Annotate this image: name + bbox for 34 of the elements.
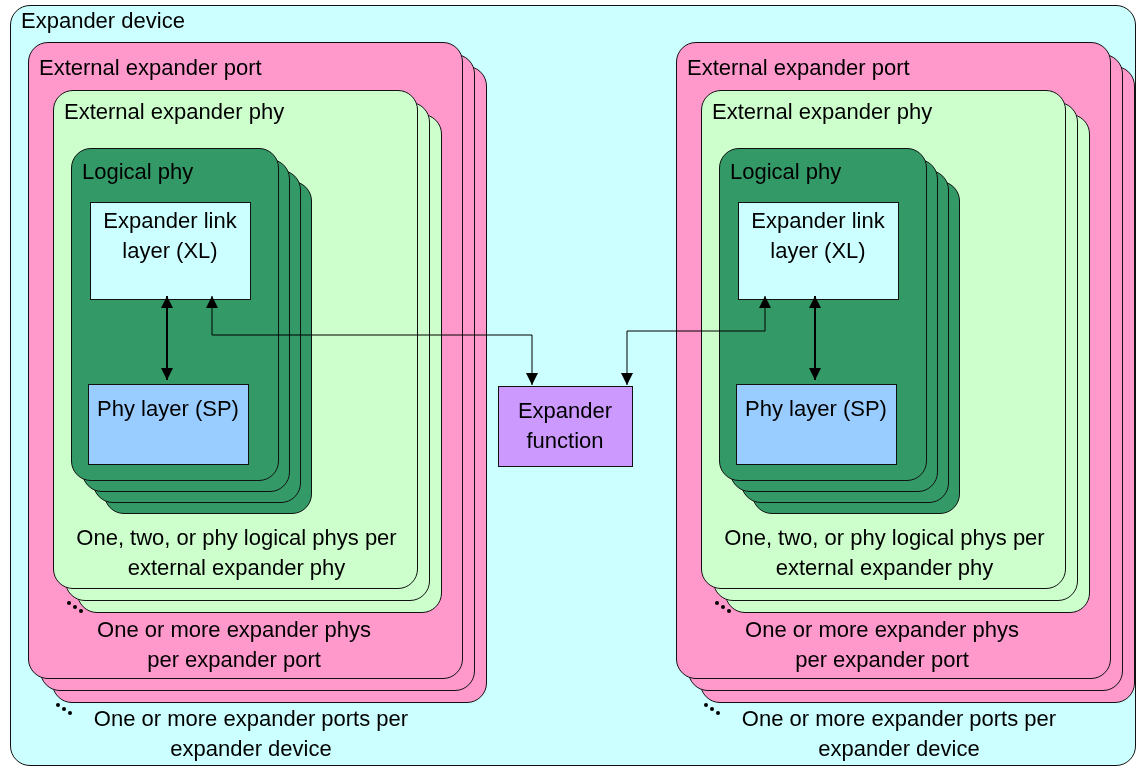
function-box xyxy=(498,386,633,467)
node-title: Expander link layer (XL) xyxy=(750,207,886,265)
node-title: External expander phy xyxy=(64,98,286,126)
multiplicity-note: One or more expander ports per expander device xyxy=(740,705,1058,763)
multiplicity-note: One or more expander phys per expander port xyxy=(96,616,372,674)
multiplicity-note: One, two, or phy logical phys per external expander phy xyxy=(723,524,1046,582)
layer-box xyxy=(738,202,899,300)
multiplicity-note: One or more expander phys per expander port xyxy=(744,616,1020,674)
arrow xyxy=(161,295,173,381)
node-title: Phy layer (SP) xyxy=(744,395,888,423)
multiplicity-note: One, two, or phy logical phys per external expander phy xyxy=(75,524,398,582)
node-title: External expander phy xyxy=(712,98,934,126)
layer-box xyxy=(90,202,251,300)
node-title: Expander function xyxy=(516,397,614,455)
arrow xyxy=(621,295,771,386)
port-card xyxy=(28,42,463,679)
node-title: Logical phy xyxy=(82,158,195,186)
arrow xyxy=(809,295,821,381)
node-title: External expander port xyxy=(39,54,263,82)
device-panel xyxy=(10,5,1136,766)
multiplicity-note: One or more expander ports per expander device xyxy=(92,705,410,763)
node-title: Logical phy xyxy=(730,158,843,186)
logical-phy-card xyxy=(71,148,279,481)
logical-phy-card xyxy=(719,148,927,481)
phy-card xyxy=(53,90,418,589)
port-card xyxy=(676,42,1111,679)
node-title: Phy layer (SP) xyxy=(96,395,240,423)
phy-card xyxy=(701,90,1066,589)
layer-box xyxy=(88,384,249,465)
layer-box xyxy=(736,384,897,465)
node-title: Expander device xyxy=(21,7,186,35)
node-title: External expander port xyxy=(687,54,911,82)
node-title: Expander link layer (XL) xyxy=(102,207,238,265)
arrow xyxy=(206,295,538,386)
